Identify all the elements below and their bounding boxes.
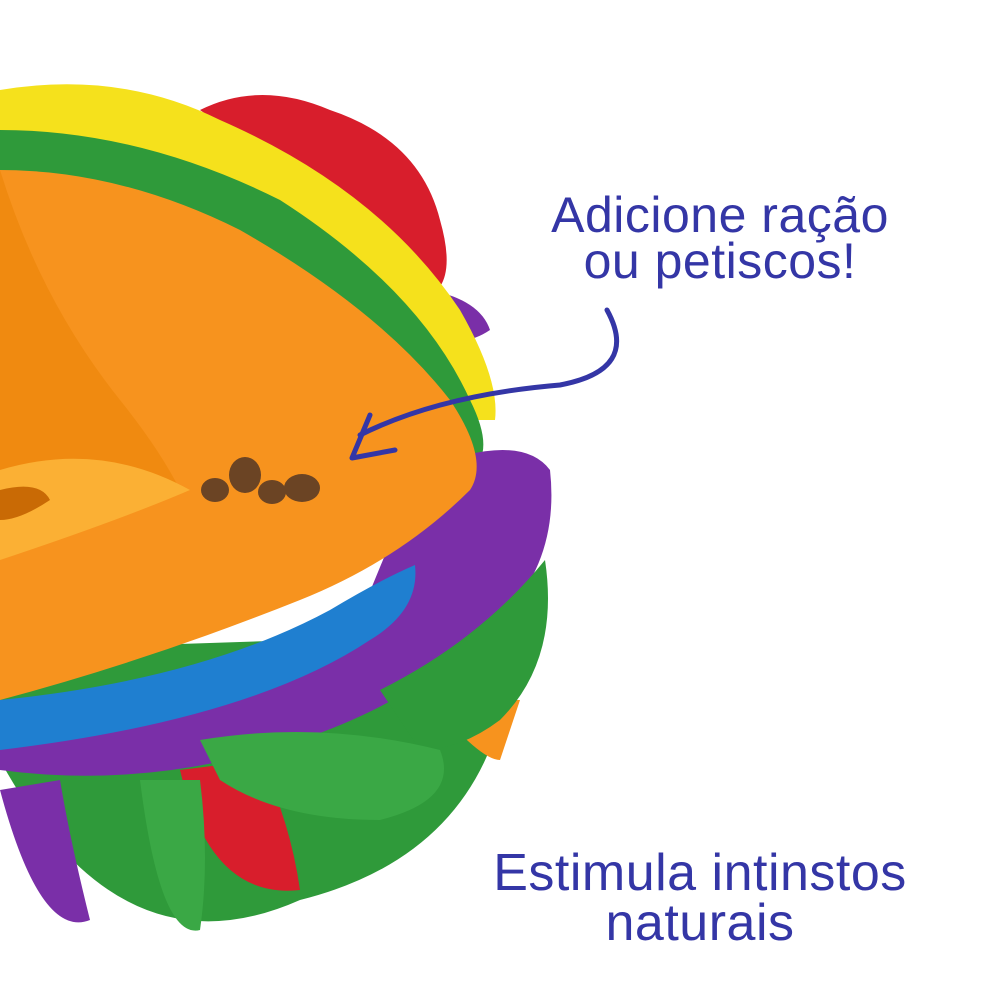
kibble-treats	[201, 457, 320, 504]
curved-arrow-icon	[357, 307, 619, 438]
instincts-caption: Estimula intinstos naturais	[450, 844, 950, 952]
add-food-caption: Adicione ração ou petiscos!	[505, 187, 935, 289]
caption-line: Estimula intinstos	[493, 844, 907, 902]
arrow-head-icon	[349, 412, 398, 461]
felt-petals	[0, 84, 552, 931]
caption-line: ou petiscos!	[583, 233, 857, 289]
caption-line: naturais	[605, 894, 795, 952]
caption-line: Adicione ração	[551, 187, 889, 243]
